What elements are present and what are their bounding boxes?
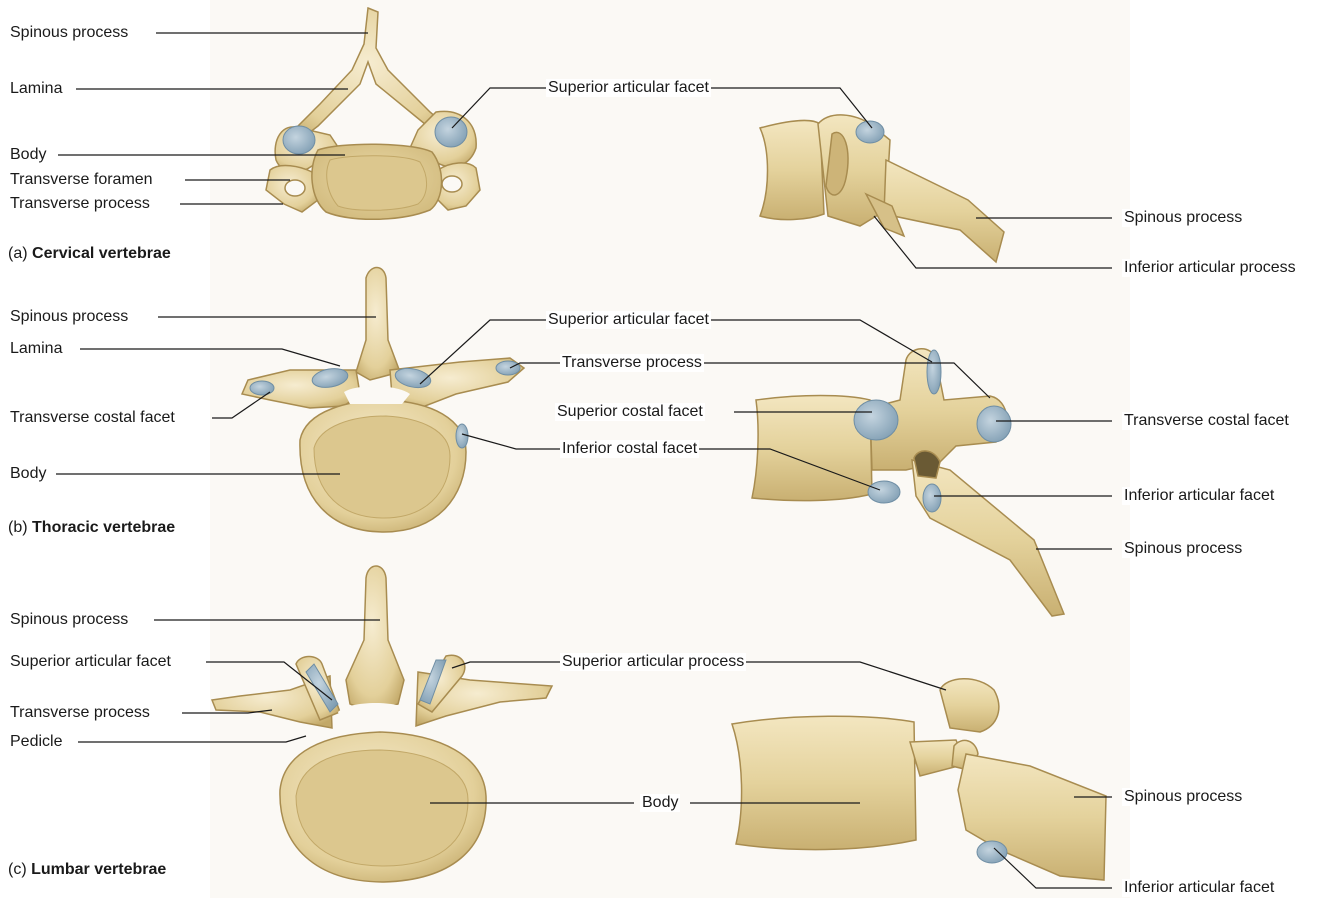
thoracic-lateral-superior-costal-facet — [854, 400, 898, 440]
lumbar-label-pedicle: Pedicle — [8, 733, 64, 751]
thoracic-label-superior-articular-facet: Superior articular facet — [546, 311, 711, 329]
thoracic-label-inferior-costal-facet: Inferior costal facet — [560, 440, 699, 458]
thoracic-label-inferior-articular-facet: Inferior articular facet — [1122, 487, 1276, 505]
cervical-label-inferior-articular-process: Inferior articular process — [1122, 259, 1298, 277]
cervical-label-body: Body — [8, 146, 48, 164]
lumbar-label-inferior-articular-facet: Inferior articular facet — [1122, 879, 1276, 897]
thoracic-label-transverse-costal-facet-lateral: Transverse costal facet — [1122, 412, 1291, 430]
thoracic-lateral-superior-articular-facet — [927, 350, 941, 394]
thoracic-label-lamina: Lamina — [8, 340, 64, 358]
cervical-caption-title: Cervical vertebrae — [32, 245, 171, 262]
thoracic-label-spinous-process-lateral: Spinous process — [1122, 540, 1244, 558]
thoracic-lateral-inferior-costal-facet — [868, 481, 900, 503]
thoracic-label-spinous-process: Spinous process — [8, 308, 130, 326]
cervical-label-superior-articular-facet: Superior articular facet — [546, 79, 711, 97]
cervical-superior-facet-right — [435, 117, 467, 147]
lumbar-label-superior-articular-process: Superior articular process — [560, 653, 746, 671]
thoracic-label-transverse-costal-facet: Transverse costal facet — [8, 409, 177, 427]
thoracic-transverse-facet-right — [496, 361, 520, 375]
lumbar-label-transverse-process: Transverse process — [8, 704, 152, 722]
lumbar-caption: (c) Lumbar vertebrae — [8, 861, 166, 879]
lumbar-label-superior-articular-facet: Superior articular facet — [8, 653, 173, 671]
lumbar-lateral-inferior-facet — [977, 841, 1007, 863]
cervical-caption: (a) Cervical vertebrae — [8, 245, 171, 263]
cervical-label-spinous-process-lateral: Spinous process — [1122, 209, 1244, 227]
thoracic-caption-prefix: (b) — [8, 519, 28, 536]
lumbar-caption-title: Lumbar vertebrae — [31, 861, 166, 878]
cervical-superior-facet-left — [283, 126, 315, 154]
cervical-label-transverse-process: Transverse process — [8, 195, 152, 213]
thoracic-label-transverse-process: Transverse process — [560, 354, 704, 372]
thoracic-caption-title: Thoracic vertebrae — [32, 519, 175, 536]
thoracic-caption: (b) Thoracic vertebrae — [8, 519, 175, 537]
lumbar-label-spinous-process-lateral: Spinous process — [1122, 788, 1244, 806]
thoracic-label-body: Body — [8, 465, 48, 483]
cervical-caption-prefix: (a) — [8, 245, 28, 262]
lumbar-label-body: Body — [640, 794, 680, 812]
lumbar-label-spinous-process: Spinous process — [8, 611, 130, 629]
thoracic-lateral-transverse-costal-facet — [977, 406, 1011, 442]
thoracic-label-superior-costal-facet: Superior costal facet — [555, 403, 705, 421]
thoracic-transverse-facet-left — [250, 381, 274, 395]
thoracic-lateral-inferior-articular-facet — [923, 484, 941, 512]
thoracic-inferior-costal-facet — [456, 424, 468, 448]
cervical-label-spinous-process: Spinous process — [8, 24, 130, 42]
cervical-lateral-facet — [856, 121, 884, 143]
lumbar-caption-prefix: (c) — [8, 861, 27, 878]
cervical-label-transverse-foramen: Transverse foramen — [8, 171, 155, 189]
cervical-label-lamina: Lamina — [8, 80, 64, 98]
